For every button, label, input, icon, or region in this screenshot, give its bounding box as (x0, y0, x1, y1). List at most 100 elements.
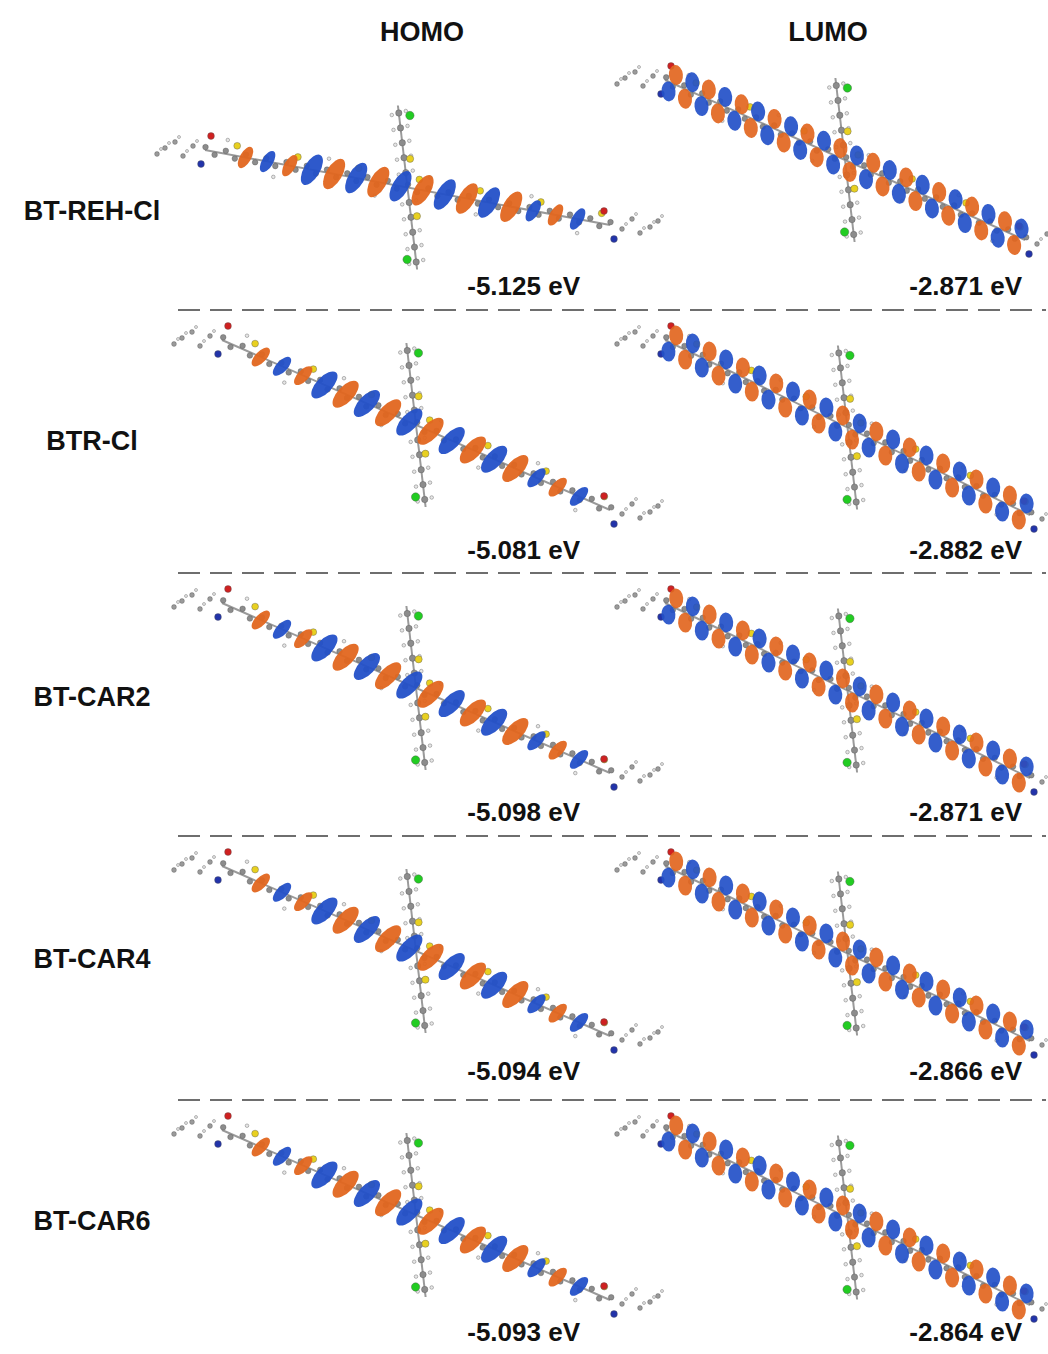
atom (430, 1286, 434, 1290)
atom (620, 78, 623, 81)
atom (861, 1288, 865, 1292)
atom (247, 1143, 253, 1149)
orbital-lobe (363, 163, 394, 200)
atom (638, 1116, 641, 1119)
atom (864, 694, 870, 700)
orbital-lobe (894, 716, 909, 737)
atom (414, 875, 422, 883)
atom (633, 1120, 638, 1125)
atom (623, 862, 628, 867)
orbital-lobe (792, 139, 808, 160)
atom (414, 612, 422, 620)
atom (422, 450, 429, 457)
atom (588, 216, 594, 222)
atom (861, 498, 865, 502)
atom (155, 152, 160, 157)
orbital-lobe (861, 963, 876, 984)
orbital-lobe (498, 451, 533, 487)
atom (615, 1132, 620, 1137)
atom (840, 228, 848, 236)
atom (841, 395, 847, 401)
atom (847, 1185, 854, 1192)
orbital-lobe (270, 354, 295, 379)
orbital-lobe (473, 184, 504, 221)
orbital-lobe (341, 159, 372, 196)
atom (208, 334, 213, 339)
atom (850, 1259, 856, 1265)
atom (1040, 238, 1043, 241)
atom (850, 469, 856, 475)
atom (589, 496, 595, 502)
atom (240, 1133, 246, 1139)
atom (245, 597, 249, 601)
atom (643, 512, 646, 515)
atom (860, 1009, 864, 1013)
atom (406, 362, 412, 368)
atom (404, 610, 410, 616)
atom (839, 1170, 845, 1176)
atom (833, 82, 839, 88)
orbital-lobe (961, 1275, 976, 1296)
atom (848, 717, 854, 723)
atom (273, 163, 279, 169)
atom (411, 756, 419, 764)
atom (283, 381, 287, 385)
orbital-lobe (677, 88, 693, 109)
atom (267, 887, 273, 893)
orbital-lobe (973, 220, 989, 241)
atom (641, 1134, 646, 1139)
atom (225, 323, 232, 330)
atom (180, 862, 185, 867)
atom (414, 485, 418, 489)
atom (841, 921, 847, 927)
atom (416, 452, 422, 458)
atom (638, 66, 641, 69)
atom (839, 380, 845, 386)
orbital-lobe (957, 212, 973, 233)
atom (620, 338, 623, 341)
atom (406, 124, 410, 128)
atom (195, 589, 198, 592)
atom (342, 902, 346, 906)
orbital-lobe (677, 1139, 692, 1160)
atom (851, 231, 857, 237)
atom (342, 376, 346, 380)
atom (628, 1122, 631, 1125)
atom (240, 606, 246, 612)
atom (860, 1273, 864, 1277)
orbital-lobe (878, 445, 893, 466)
atom (851, 747, 857, 753)
atom (630, 1028, 635, 1033)
atom (651, 597, 656, 602)
atom (536, 987, 540, 991)
atom (190, 330, 195, 335)
atom (420, 1271, 426, 1277)
orbital-lobe (978, 756, 993, 777)
orbital-lobe (693, 95, 709, 116)
atom (851, 1199, 855, 1203)
atom (416, 377, 420, 381)
atom (656, 330, 659, 333)
atom (411, 1245, 415, 1249)
atom (837, 1155, 843, 1161)
atom (841, 658, 847, 664)
atom (648, 225, 653, 230)
atom (404, 1137, 410, 1143)
orbital-lobe (429, 176, 460, 213)
orbital-lobe (270, 1144, 295, 1169)
atom (1040, 1307, 1045, 1312)
atom (601, 1283, 608, 1290)
atom (180, 599, 185, 604)
orbital-lobe (891, 183, 907, 204)
orbital-lobe (844, 692, 859, 713)
atom (267, 1151, 273, 1157)
atom (394, 143, 398, 147)
orbital-lobe (249, 1135, 274, 1160)
column-header: HOMO (380, 18, 464, 48)
atom (620, 512, 625, 517)
atom (601, 493, 608, 500)
atom (415, 393, 422, 400)
atom (536, 724, 540, 728)
orbital-lobe (1011, 1035, 1026, 1056)
atom (620, 1128, 623, 1131)
